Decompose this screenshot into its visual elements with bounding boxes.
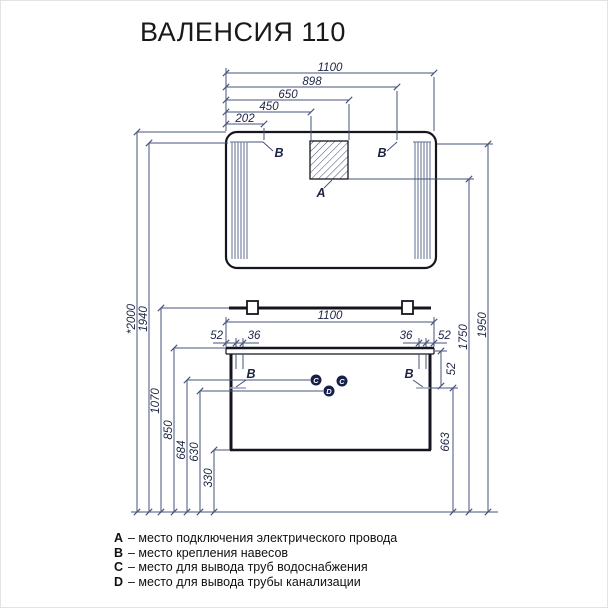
- dim-height-1950: 1950: [477, 312, 489, 338]
- legend: A – место подключения электрического про…: [114, 531, 397, 589]
- legend-text-d: – место для вывода трубы канализации: [128, 574, 361, 589]
- mounting-square-right: [401, 300, 414, 315]
- dim-height-2000: *2000: [126, 303, 138, 334]
- marker-b-cab-left-leader: [235, 379, 247, 388]
- marker-b-right: B: [377, 146, 386, 160]
- legend-row-b: B – место крепления навесов: [114, 546, 397, 561]
- dim-offset-right-52: 52: [438, 330, 451, 342]
- dim-mirror-898: 898: [302, 76, 322, 88]
- marker-b-cab-right: B: [404, 367, 413, 381]
- dim-height-630: 630: [189, 442, 201, 462]
- dim-mirror-1100: 1100: [318, 62, 343, 74]
- light-strip-right: [413, 141, 431, 259]
- page-title: ВАЛЕНСИЯ 110: [140, 17, 346, 47]
- cabinet-width-dimensions: 1100 52 36 36 52: [210, 310, 451, 348]
- right-height-dimensions: 52 663 1750 1950: [348, 140, 493, 516]
- svg-text:D: D: [326, 387, 332, 396]
- dim-cabinet-1100: 1100: [318, 310, 343, 322]
- dim-mirror-650: 650: [278, 89, 298, 101]
- dim-offset-left-36: 36: [248, 330, 261, 342]
- marker-a: A: [315, 186, 325, 200]
- mounting-square-left: [246, 300, 259, 315]
- marker-d: D: [323, 385, 335, 397]
- legend-key-b: B: [114, 545, 124, 560]
- mirror: A B B: [224, 130, 438, 270]
- legend-row-d: D – место для вывода трубы канализации: [114, 575, 397, 590]
- marker-c2: C: [336, 375, 348, 387]
- marker-c1: C: [310, 374, 322, 386]
- dim-offset-right-36: 36: [400, 330, 413, 342]
- mirror-width-dimensions: 1100 898 650 450 202: [222, 62, 438, 140]
- legend-row-a: A – место подключения электрического про…: [114, 531, 397, 546]
- marker-b-left: B: [274, 146, 283, 160]
- legend-text-c: – место для вывода труб водоснабжения: [128, 560, 368, 574]
- dim-height-1940: 1940: [138, 306, 150, 332]
- cabinet: B B C C D: [225, 346, 435, 452]
- marker-b-cab-left: B: [246, 367, 255, 381]
- dim-mirror-202: 202: [234, 113, 255, 125]
- dim-height-52: 52: [446, 362, 458, 375]
- svg-text:C: C: [339, 377, 345, 386]
- mirror-outline: [224, 130, 438, 270]
- marker-a-leader: [323, 179, 333, 189]
- mounting-rail: [229, 300, 431, 315]
- legend-text-b: – место крепления навесов: [128, 545, 289, 560]
- left-height-dimensions: *2000 1940 1070 850 684 630: [126, 128, 323, 516]
- junction-box: [309, 140, 349, 180]
- dim-offset-left-52: 52: [210, 330, 223, 342]
- dim-height-684: 684: [176, 440, 188, 459]
- marker-b-cab-right-leader: [412, 379, 424, 388]
- light-strip-left: [230, 141, 248, 259]
- dim-height-330: 330: [203, 468, 215, 488]
- dim-height-1750: 1750: [458, 324, 470, 350]
- dim-height-663: 663: [440, 432, 452, 452]
- dim-height-1070: 1070: [150, 388, 162, 414]
- svg-text:C: C: [313, 376, 319, 385]
- legend-key-c: C: [114, 560, 124, 574]
- legend-key-d: D: [114, 574, 124, 589]
- dim-mirror-450: 450: [259, 101, 279, 113]
- legend-key-a: A: [114, 531, 124, 545]
- legend-row-c: C – место для вывода труб водоснабжения: [114, 560, 397, 575]
- dim-height-850: 850: [163, 420, 175, 440]
- marker-b-left-leader: [262, 141, 274, 152]
- legend-text-a: – место подключения электрического прово…: [128, 531, 398, 545]
- marker-b-right-leader: [386, 141, 398, 152]
